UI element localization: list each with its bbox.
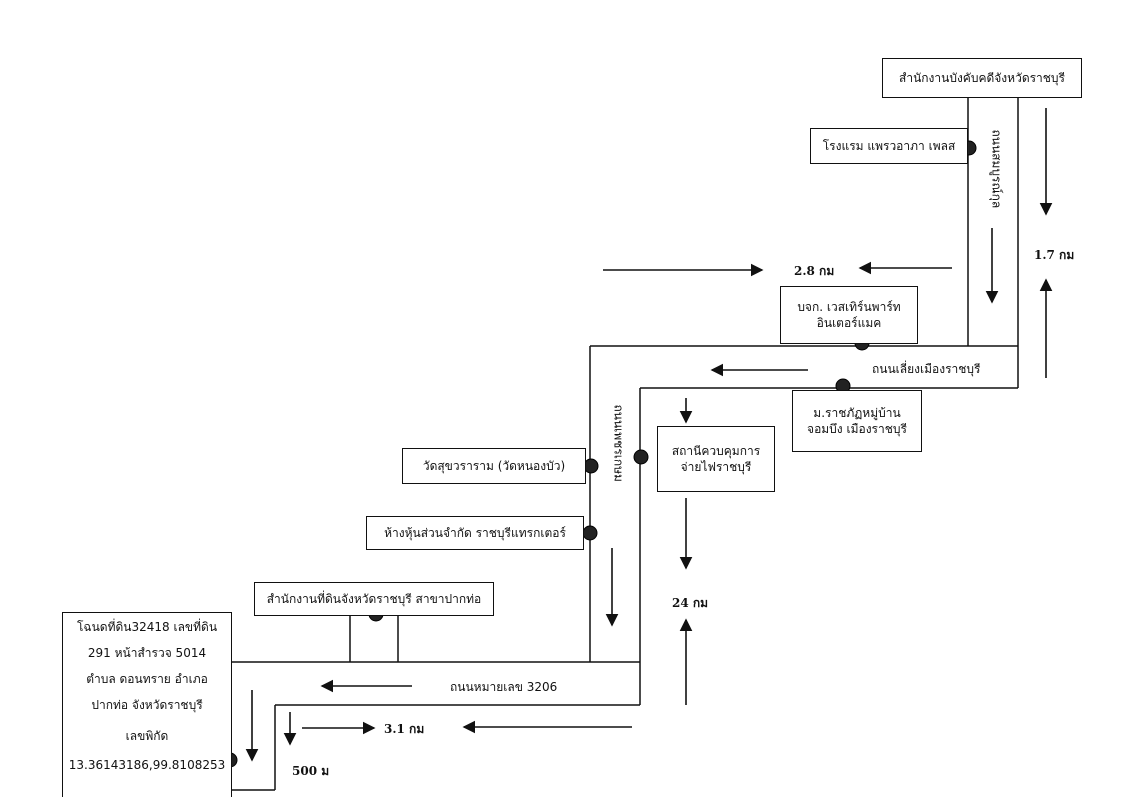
university-village-box: ม.ราชภัฏหมู่บ้าน จอมบึง เมืองราชบุรี [792, 390, 922, 452]
direction-arrows [245, 108, 1053, 762]
deed-line-5: เลขพิกัด [125, 729, 169, 743]
bypass-road-label: ถนนเลี่ยงเมืองราชบุรี [872, 362, 981, 376]
location-markers [222, 140, 977, 768]
hotel-box: โรงแรม แพรวอาภา เพลส [810, 128, 968, 164]
university-village-label: ม.ราชภัฏหมู่บ้าน จอมบึง เมืองราชบุรี [807, 405, 907, 436]
company-box: บจก. เวสเทิร์นพาร์ท อินเตอร์แมค [780, 286, 918, 344]
main-road-label: ถนนเพชรเกษม [611, 404, 626, 482]
partnership-label: ห้างหุ้นส่วนจำกัด ราชบุรีแทรกเตอร์ [384, 525, 566, 540]
distance-1-7km: 1.7 กม [1034, 248, 1075, 262]
distance-24km: 24 กม [672, 596, 709, 610]
deed-info-box: โฉนดที่ดิน32418 เลขที่ดิน 291 หน้าสำรวจ … [62, 612, 232, 797]
land-office-box: สำนักงานที่ดินจังหวัดราชบุรี สาขาปากท่อ [254, 582, 494, 616]
temple-box: วัดสุขวราราม (วัดหนองบัว) [402, 448, 586, 484]
power-station-box: สถานีควบคุมการ จ่ายไฟราชบุรี [657, 426, 775, 492]
marker-temple [583, 458, 599, 474]
hotel-label: โรงแรม แพรวอาภา เพลส [822, 138, 956, 153]
provincial-court-box: สำนักงานบังคับคดีจังหวัดราชบุรี [882, 58, 1082, 98]
distance-3-1km: 3.1 กม [384, 722, 425, 736]
marker-power-station [633, 449, 649, 465]
partnership-box: ห้างหุ้นส่วนจำกัด ราชบุรีแทรกเตอร์ [366, 516, 584, 550]
company-label: บจก. เวสเทิร์นพาร์ท อินเตอร์แมค [797, 299, 901, 330]
distance-500m: 500 ม [292, 764, 330, 778]
temple-label: วัดสุขวราราม (วัดหนองบัว) [422, 458, 566, 473]
road-3206-label: ถนนหมายเลข 3206 [450, 680, 558, 694]
deed-line-3: ตำบล ดอนทราย อำเภอ [86, 672, 208, 686]
deed-line-6: 13.36143186,99.8108253 [68, 758, 226, 772]
provincial-court-label: สำนักงานบังคับคดีจังหวัดราชบุรี [899, 70, 1065, 85]
deed-line-2: 291 หน้าสำรวจ 5014 [87, 646, 207, 660]
distance-2-8km: 2.8 กม [794, 264, 835, 278]
power-station-label: สถานีควบคุมการ จ่ายไฟราชบุรี [671, 443, 761, 474]
deed-line-1: โฉนดที่ดิน32418 เลขที่ดิน [76, 620, 218, 634]
land-office-label: สำนักงานที่ดินจังหวัดราชบุรี สาขาปากท่อ [266, 591, 482, 606]
marker-partnership [582, 525, 598, 541]
top-road-label: ถนนสมบูรณ์กุล [989, 129, 1004, 209]
deed-line-4: ปากท่อ จังหวัดราชบุรี [91, 698, 203, 712]
